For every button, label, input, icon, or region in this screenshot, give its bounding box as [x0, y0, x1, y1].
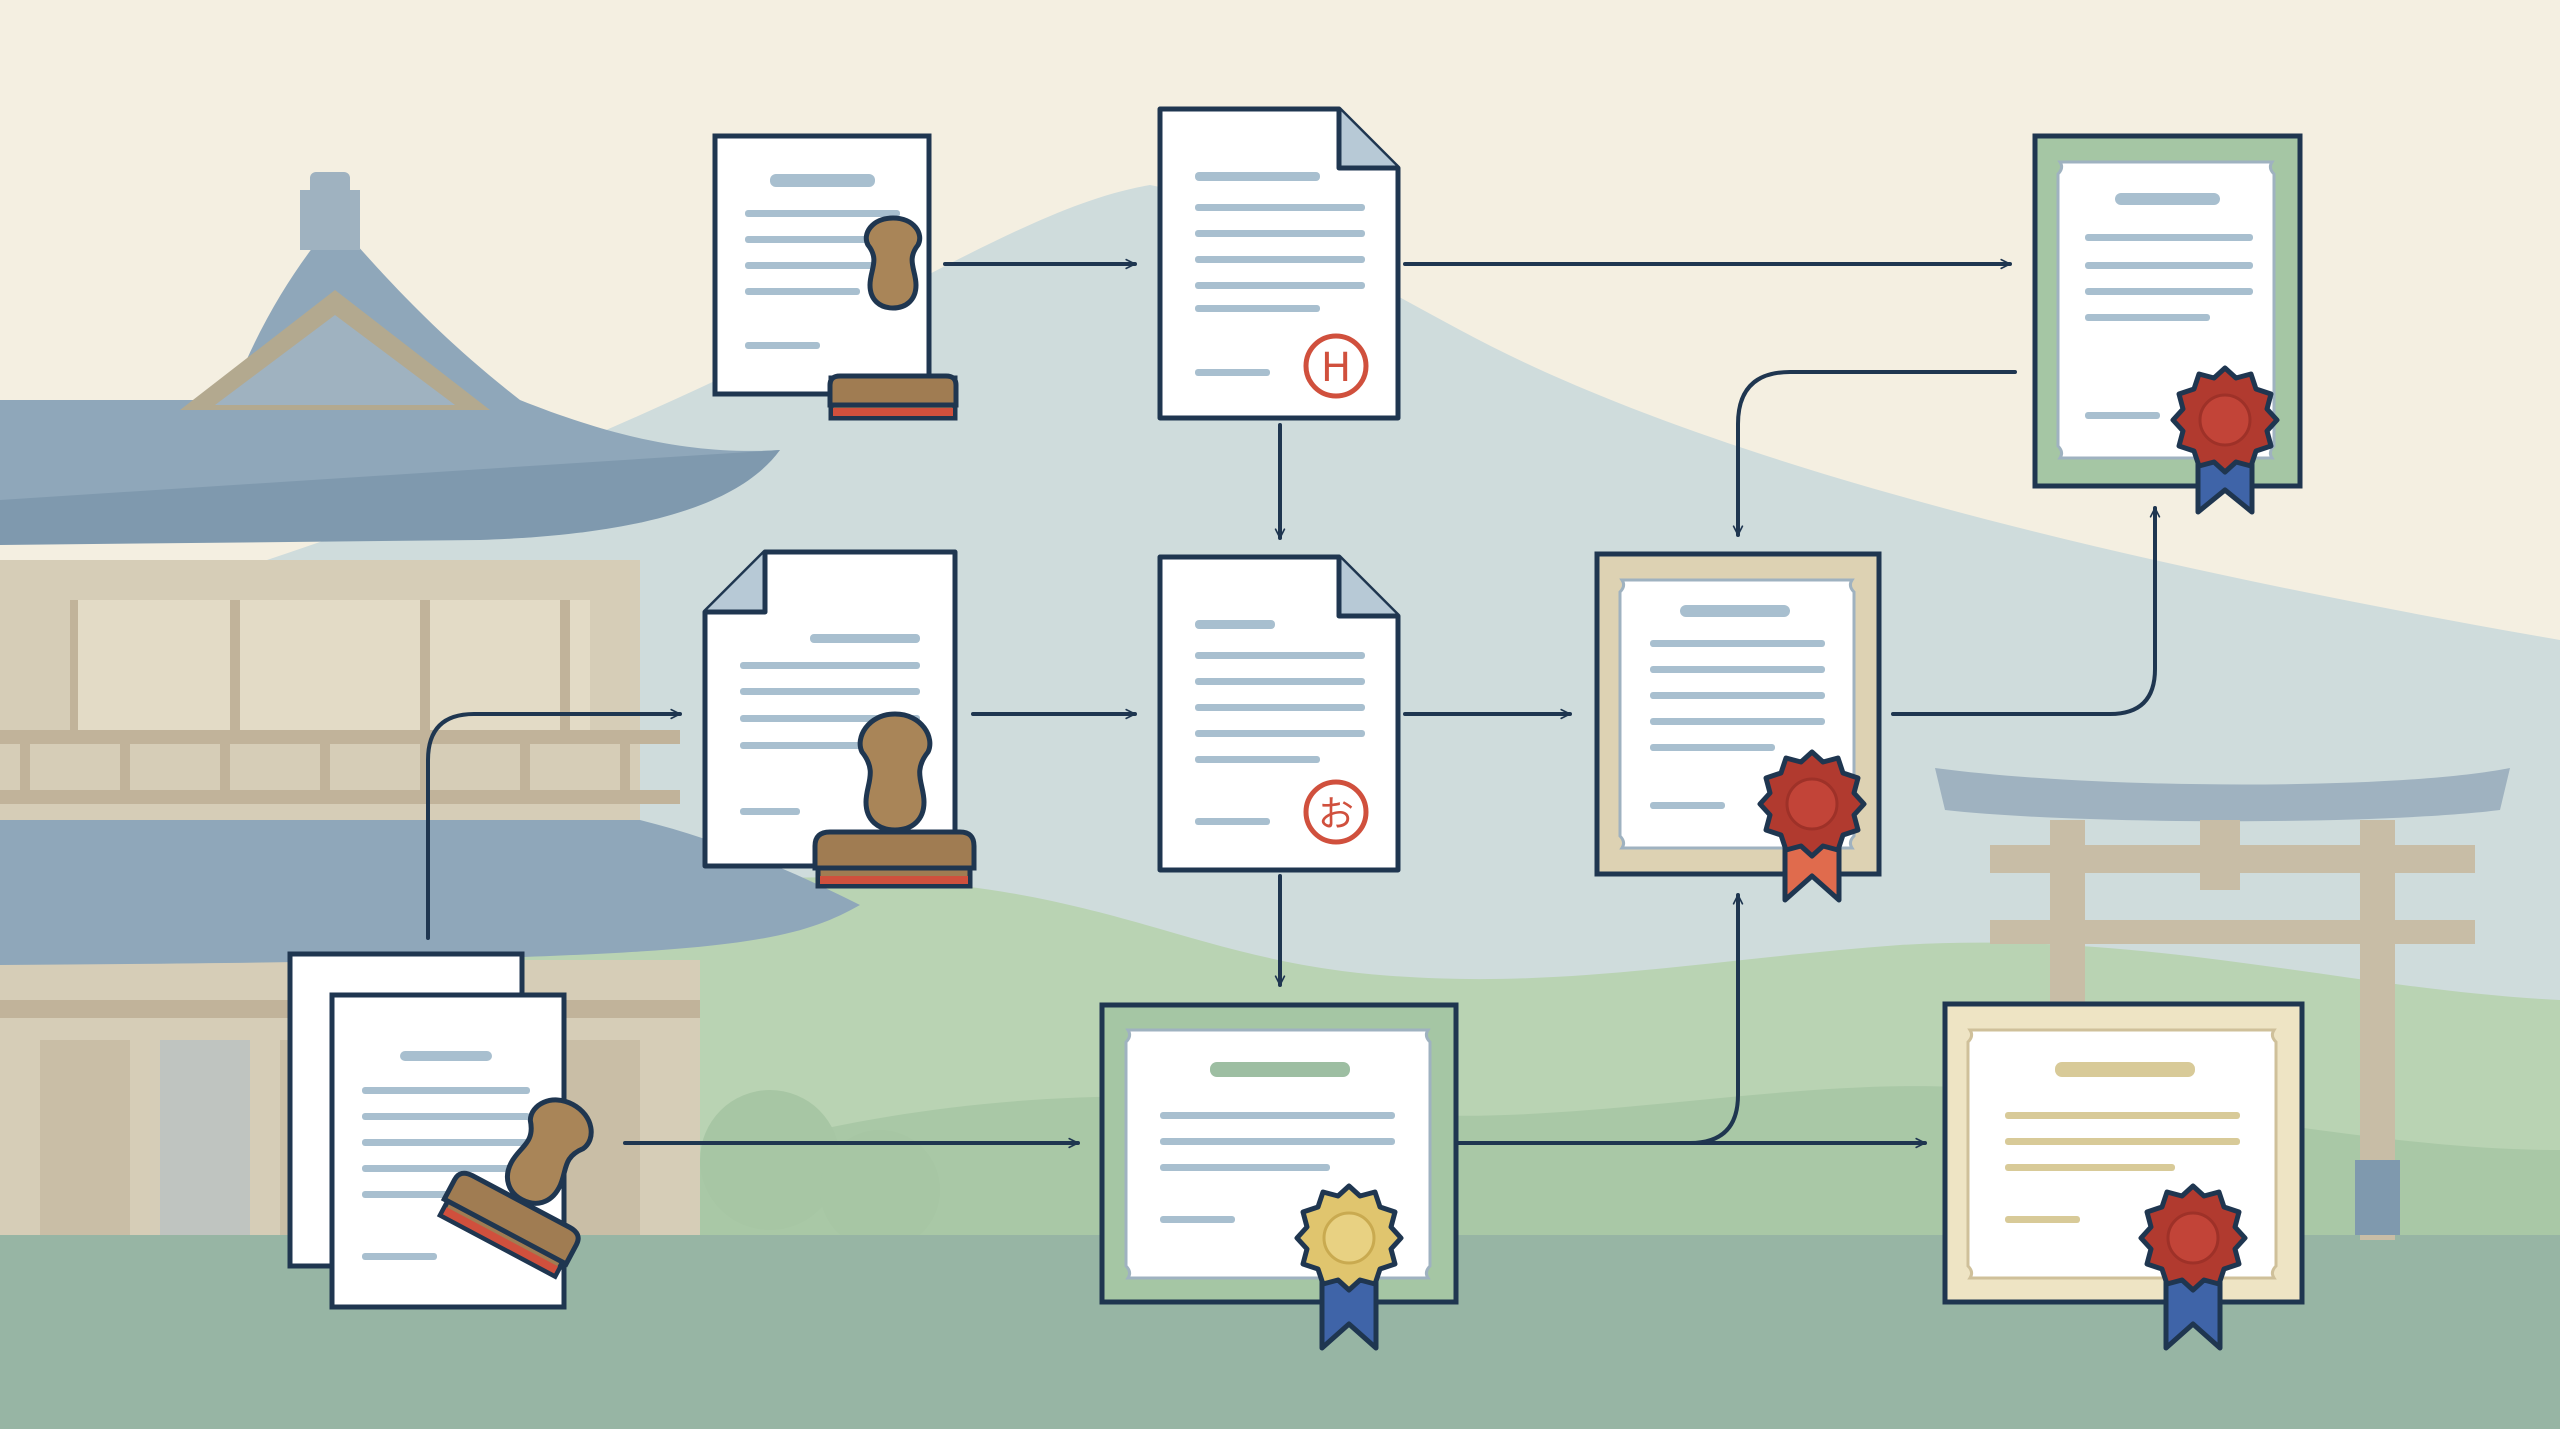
seal-label-top: H [1321, 345, 1351, 391]
doc-b-sealed-document: H [1157, 106, 1401, 421]
award-ribbon-icon [2138, 1183, 2248, 1351]
rubber-stamp-icon [827, 215, 959, 421]
bush [700, 1090, 840, 1230]
doc-c-stamped-document [702, 549, 977, 889]
rubber-stamp-icon [812, 711, 977, 889]
hanko-seal-icon: お [1303, 779, 1369, 845]
bush [820, 1130, 940, 1250]
seal-label-middle: お [1318, 794, 1354, 835]
arrow-cert-c-to-cert-b [1456, 893, 1744, 1145]
cert-c-certificate [1099, 1002, 1459, 1351]
award-ribbon-icon [2170, 365, 2280, 515]
connectors [426, 258, 2161, 1149]
doc-a-stamped-document [712, 133, 959, 421]
rubber-stamp-icon [436, 1097, 594, 1280]
cert-b-certificate [1594, 551, 1882, 903]
doc-stack-stamped-documents [287, 951, 594, 1310]
arrow-cert-b-to-cert-a [1891, 506, 2161, 716]
award-ribbon-icon [1294, 1183, 1404, 1351]
award-ribbon-icon [1757, 749, 1867, 903]
temple-building [0, 172, 860, 1235]
doc-d-sealed-document: お [1157, 554, 1401, 873]
arrow-cert-a-to-cert-b [1732, 370, 2017, 537]
cert-a-certificate [2032, 133, 2303, 515]
cert-d-certificate [1942, 1001, 2305, 1351]
arrow-stack-to-doc-c [426, 708, 682, 940]
hanko-seal-icon: H [1303, 333, 1369, 399]
